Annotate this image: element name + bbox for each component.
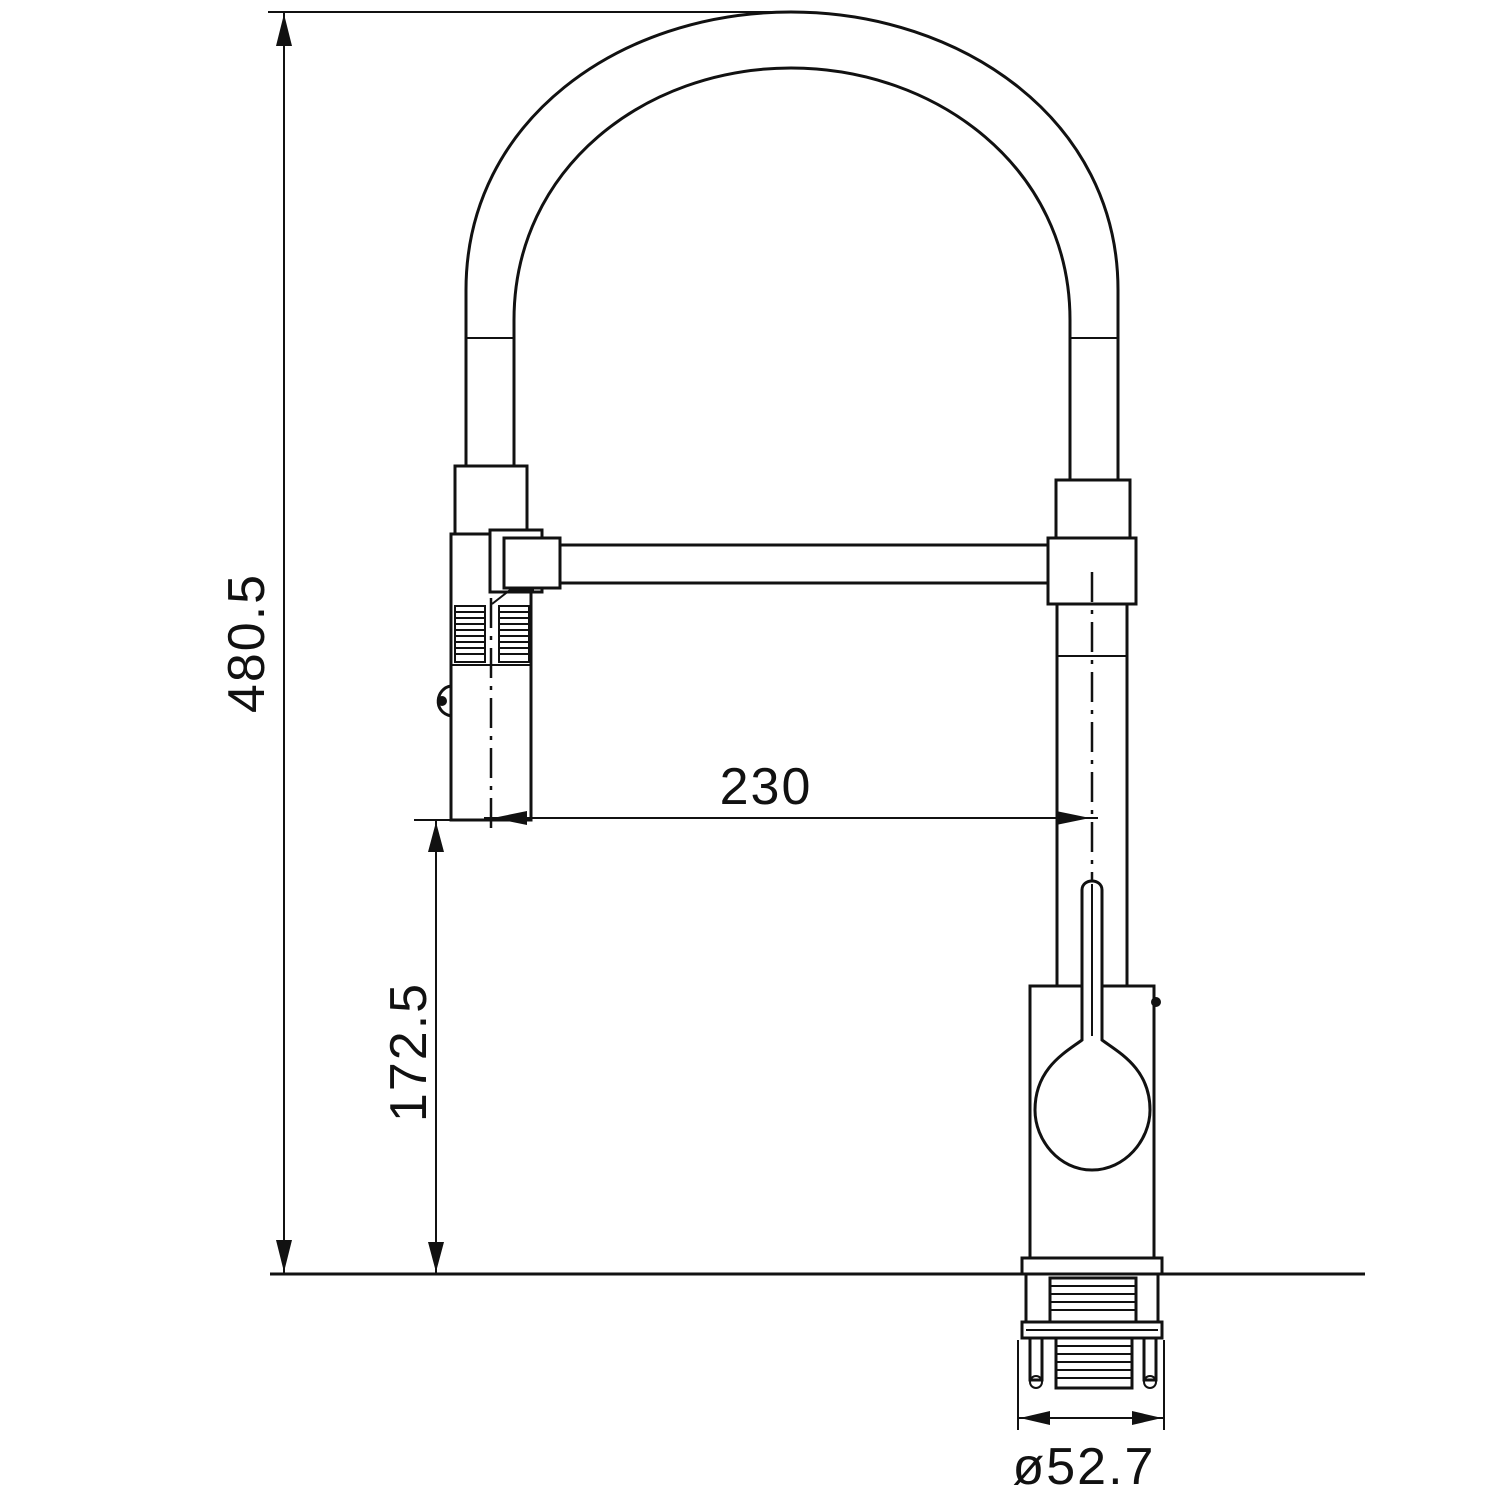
dimension-overall-height: 480.5 <box>218 11 791 1274</box>
dimension-spout-height: 172.5 <box>380 819 451 1274</box>
faucet-body <box>1020 478 1164 1276</box>
mounting-shank <box>1020 1272 1164 1390</box>
overall-height-label: 480.5 <box>218 573 276 713</box>
holder-arm <box>488 528 1062 605</box>
base-diameter-label: ø52.7 <box>1013 1438 1156 1496</box>
spout-height-label: 172.5 <box>380 982 438 1122</box>
dimension-base-diameter: ø52.7 <box>1013 1340 1165 1496</box>
grip-knurl <box>454 605 530 663</box>
spout-reach-label: 230 <box>720 758 813 816</box>
dimension-spout-reach: 230 <box>484 758 1098 825</box>
arched-hose <box>464 10 1120 482</box>
spray-head <box>436 464 533 834</box>
